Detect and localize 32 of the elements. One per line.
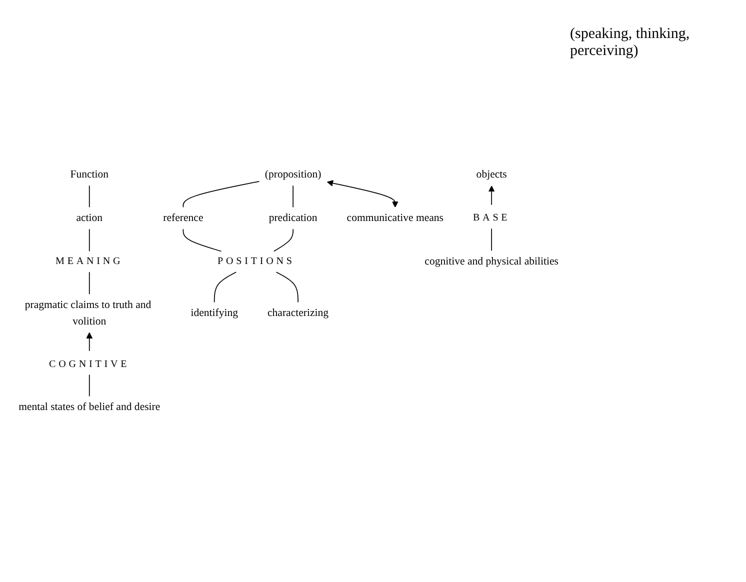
connector — [214, 272, 237, 303]
node-text: MEANING — [56, 256, 124, 268]
connector — [182, 181, 260, 208]
node-text: Function — [70, 168, 109, 180]
node-text: (proposition) — [264, 168, 322, 180]
connector — [273, 228, 294, 252]
diagram: Function (proposition) objects action reference predication communicative means BASE MEANING POSITIONS cognitive and physical abilities pragmatic claims to truth and volition identifying characterizing COGNITIVE mental states of belief and desire — [6, 158, 570, 424]
node-text: pragmatic claims to truth and volition — [24, 299, 152, 327]
node-text: reference — [163, 212, 204, 224]
node-text: action — [76, 212, 103, 224]
connector — [182, 228, 222, 252]
connector — [276, 272, 298, 303]
connector — [88, 272, 90, 295]
note-text: (speaking, thinking, perceiving) — [570, 26, 691, 60]
node-text: characterizing — [267, 307, 329, 319]
node-text: COGNITIVE — [49, 358, 130, 370]
connector — [88, 185, 90, 208]
node-text: communicative means — [346, 212, 444, 224]
arrow — [488, 186, 495, 206]
node-text: BASE — [472, 212, 510, 224]
node-text: mental states of belief and desire — [18, 401, 160, 413]
arrow — [86, 332, 93, 352]
arrow — [326, 180, 398, 208]
connector — [491, 228, 492, 252]
connector — [88, 374, 90, 397]
node-text: POSITIONS — [218, 256, 295, 268]
connector — [292, 185, 294, 208]
node-text: cognitive and physical abilities — [424, 256, 558, 268]
node-text: objects — [476, 168, 507, 180]
node-text: identifying — [190, 307, 238, 319]
connector — [88, 228, 90, 252]
node-text: predication — [268, 212, 318, 224]
